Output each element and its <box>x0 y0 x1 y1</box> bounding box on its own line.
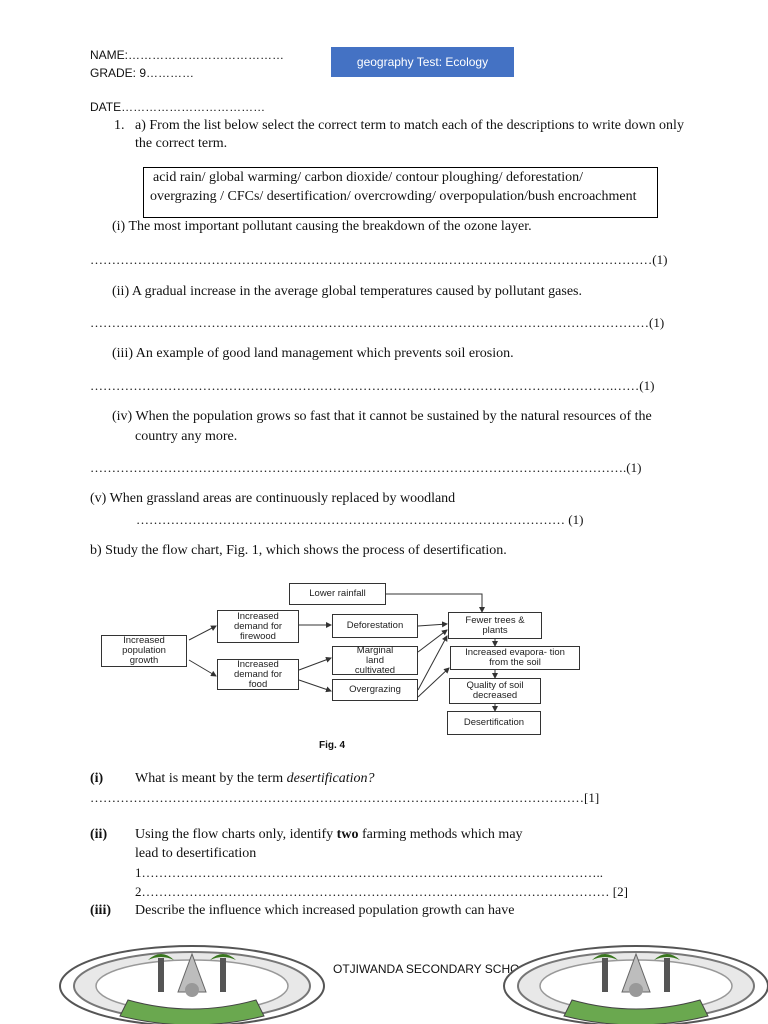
q1a-item-iv: (iv) When the population grows so fast t… <box>112 409 652 424</box>
q1a-item-v: (v) When grassland areas are continuousl… <box>90 491 456 506</box>
school-name: OTJIWANDA SECONDARY SCHOOL <box>333 962 536 976</box>
q1b-item-ii-bold: two <box>336 827 359 842</box>
node-fewer-trees: Fewer trees & plants <box>448 612 542 639</box>
q1b-item-ii-number: (ii) <box>90 827 108 842</box>
school-logo-left <box>58 944 326 1024</box>
grade-field-line: GRADE: 9………… <box>90 66 195 80</box>
q1b-item-ii-text: Using the flow charts only, identify two… <box>135 827 523 843</box>
q1b-item-i-text: What is meant by the term desertificatio… <box>135 771 375 787</box>
answer-line-i: ……………………………………………………………………….………………………………… <box>90 252 668 267</box>
q1a-item-i: (i) The most important pollutant causing… <box>112 219 532 234</box>
answer-line-b-ii-1: 1…………………………………………………………………………………………….. <box>135 865 603 880</box>
node-desertification: Desertification <box>447 711 541 735</box>
answer-line-b-ii-2: 2……………………………………………………………………………………………… [2… <box>135 884 628 899</box>
q1b-item-ii-prompt-a: Using the flow charts only, identify <box>135 827 337 842</box>
node-demand-food: Increased demand for food <box>217 659 299 690</box>
q1b-item-i-number: (i) <box>90 771 104 786</box>
q1b-item-ii-line2: lead to desertification <box>135 846 257 861</box>
q1a-item-iv-line2: country any more. <box>135 429 238 444</box>
node-lower-rainfall: Lower rainfall <box>289 583 386 605</box>
q1b-item-i-term: desertification? <box>286 771 375 786</box>
term-list-box: acid rain/ global warming/ carbon dioxid… <box>143 167 658 218</box>
q1a-item-iii: (iii) An example of good land management… <box>112 346 514 361</box>
answer-line-b-i: ……………………………………………………………………………………………………[1… <box>90 790 600 805</box>
answer-line-v: ……………………………………………………………………………………… (1) <box>136 512 584 527</box>
term-list-line2: overgrazing / CFCs/ desertification/ ove… <box>150 189 637 204</box>
question-number: 1. <box>114 118 125 133</box>
date-field-line: DATE……………………………… <box>90 100 266 114</box>
q1a-item-ii: (ii) A gradual increase in the average g… <box>112 284 582 299</box>
q1b-prompt: b) Study the flow chart, Fig. 1, which s… <box>90 543 507 558</box>
answer-line-iv: …………………………………………………………………………………………………………… <box>90 460 642 475</box>
node-demand-firewood: Increased demand for firewood <box>217 610 299 643</box>
node-soil-quality: Quality of soil decreased <box>449 678 541 704</box>
q1b-item-ii-prompt-b: farming methods which may <box>358 827 523 842</box>
node-marginal-land: Marginal land cultivated <box>332 645 418 675</box>
figure-caption: Fig. 4 <box>319 740 346 751</box>
node-deforestation: Deforestation <box>332 614 418 638</box>
node-population-growth: Increased population growth <box>101 635 187 667</box>
q1b-item-iii-text: Describe the influence which increased p… <box>135 903 515 918</box>
answer-line-ii: …………………………………………………………………………………………………………… <box>90 315 665 330</box>
node-increased-evaporation: Increased evapora- tion from the soil <box>450 646 580 670</box>
q1a-prompt-line1: a) From the list below select the correc… <box>135 118 684 133</box>
name-field-line: NAME:………………………………… <box>90 48 285 62</box>
q1b-item-i-prompt: What is meant by the term <box>135 771 287 786</box>
answer-line-iii: …………………………………………………………………………………………………………… <box>90 378 655 393</box>
q1a-prompt-line2: the correct term. <box>135 136 228 151</box>
q1b-item-iii-number: (iii) <box>90 903 111 918</box>
school-logo-right <box>502 944 768 1024</box>
term-list-line1: acid rain/ global warming/ carbon dioxid… <box>153 170 584 185</box>
test-title-banner: geography Test: Ecology <box>331 47 514 77</box>
node-overgrazing: Overgrazing <box>332 679 418 701</box>
